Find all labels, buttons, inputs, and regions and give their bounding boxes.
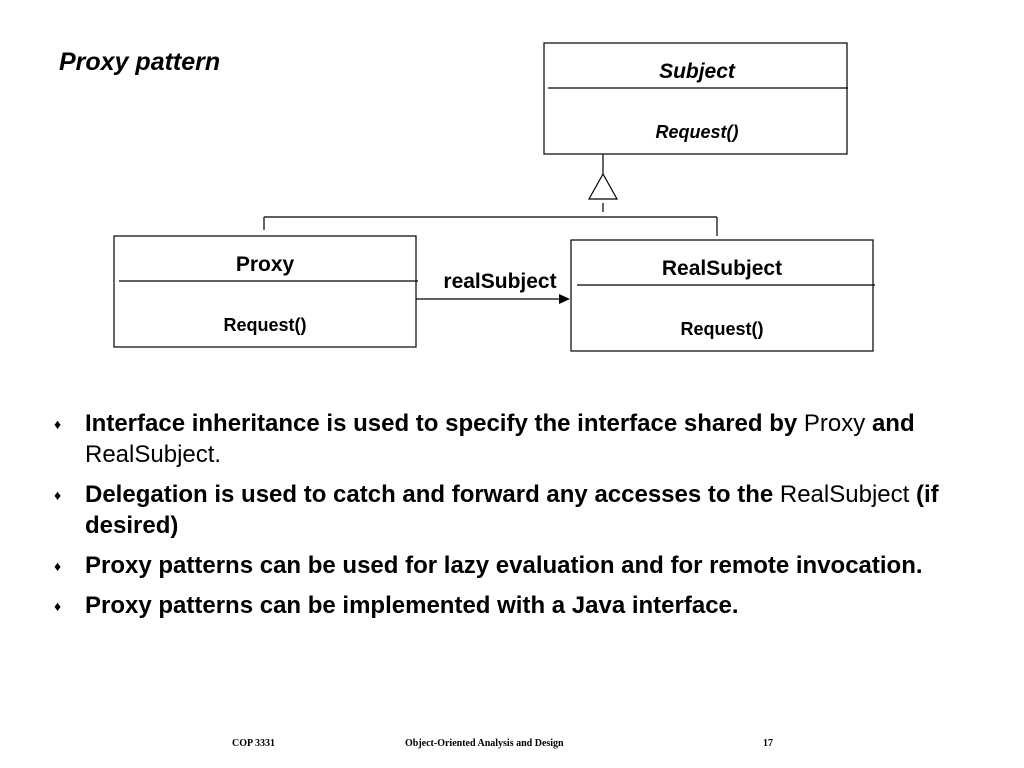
uml-class-diagram: Subject Request() Proxy Request() realSu… — [113, 42, 875, 352]
arrow-head — [559, 294, 570, 304]
proxy-class-name: Proxy — [236, 253, 295, 276]
bullet-item-1: ♦ Interface inheritance is used to speci… — [54, 410, 915, 468]
diamond-bullet-icon: ♦ — [54, 416, 62, 432]
real-subject-class-name: RealSubject — [662, 257, 782, 280]
footer-course: COP 3331 — [232, 738, 276, 749]
inheritance-connector — [263, 154, 718, 236]
subject-class-name: Subject — [659, 60, 736, 83]
real-subject-class: RealSubject Request() — [570, 239, 875, 352]
association-label: realSubject — [443, 270, 556, 293]
subject-class: Subject Request() — [543, 42, 848, 155]
real-subject-operation: Request() — [680, 319, 763, 339]
bullet-item-4: ♦ Proxy patterns can be implemented with… — [54, 590, 954, 621]
footer-course-title: Object-Oriented Analysis and Design — [405, 738, 564, 749]
proxy-operation: Request() — [223, 315, 306, 335]
diamond-bullet-icon: ♦ — [54, 487, 62, 503]
bullet-list: ♦ Interface inheritance is used to speci… — [54, 408, 954, 630]
footer-page-number: 17 — [763, 738, 773, 749]
inheritance-triangle — [587, 172, 619, 200]
bullet-item-3: ♦ Proxy patterns can be used for lazy ev… — [54, 550, 954, 581]
diamond-bullet-icon: ♦ — [54, 558, 62, 574]
slide-title: Proxy pattern — [59, 48, 221, 76]
bullet-item-2: ♦ Delegation is used to catch and forwar… — [54, 481, 939, 539]
diamond-bullet-icon: ♦ — [54, 598, 62, 614]
subject-operation: Request() — [655, 122, 738, 142]
proxy-class: Proxy Request() — [113, 235, 418, 348]
association-arrow: realSubject — [416, 270, 570, 304]
